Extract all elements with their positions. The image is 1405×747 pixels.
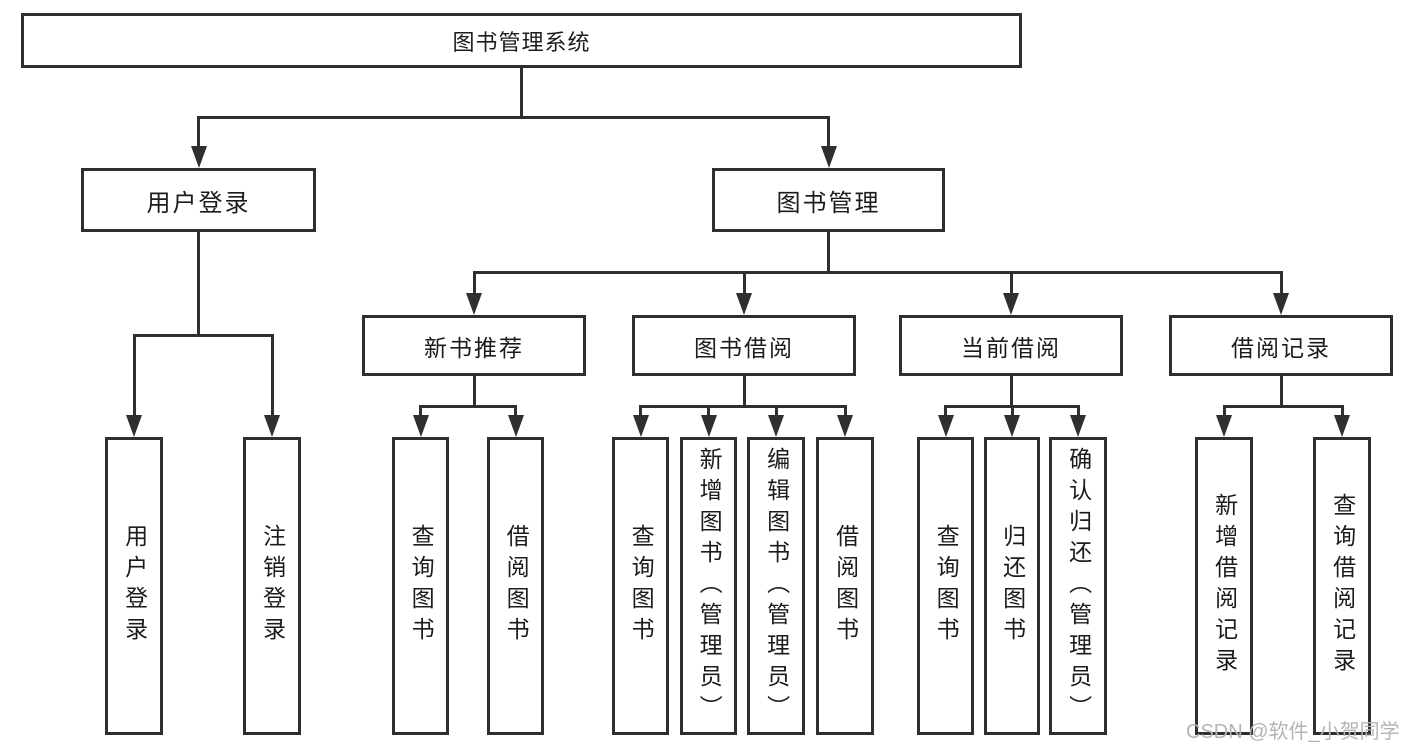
leaf-query-book-2: 查询图书: [612, 437, 669, 735]
arrow-down-icon: [700, 415, 717, 437]
leaf-logout: 注销登录: [243, 437, 301, 735]
arrow-down-icon: [1004, 415, 1020, 437]
arrow-down-icon: [264, 415, 280, 437]
node-new-book-recommendation: 新书推荐: [362, 315, 586, 376]
leaf-add-borrow-record: 新增借阅记录: [1195, 437, 1253, 735]
arrow-down-icon: [632, 415, 649, 437]
edge-vertical: [827, 232, 830, 274]
arrow-down-icon: [1070, 415, 1086, 437]
arrow-down-icon: [1334, 415, 1350, 437]
arrow-down-icon: [837, 415, 853, 437]
leaf-edit-book-admin: 编辑图书（管理员）: [747, 437, 805, 735]
leaf-borrow-book-2: 借阅图书: [816, 437, 874, 735]
edge-vertical: [520, 68, 523, 119]
arrow-down-icon: [820, 146, 837, 168]
edge-vertical: [197, 117, 200, 150]
node-current-borrowing: 当前借阅: [899, 315, 1123, 376]
arrow-down-icon: [937, 415, 954, 437]
leaf-query-book-1: 查询图书: [392, 437, 449, 735]
edge-vertical: [419, 406, 422, 419]
edge-vertical: [1279, 376, 1283, 408]
edge-vertical: [1009, 376, 1013, 408]
node-borrowing-records: 借阅记录: [1169, 315, 1393, 376]
edge-horizontal: [639, 404, 847, 408]
edge-vertical: [944, 406, 947, 419]
leaf-query-book-3: 查询图书: [917, 437, 974, 735]
edge-vertical: [132, 335, 136, 419]
arrow-down-icon: [736, 293, 752, 315]
edge-vertical: [774, 406, 778, 419]
edge-vertical: [270, 335, 274, 419]
edge-horizontal: [132, 333, 274, 337]
arrow-down-icon: [466, 293, 482, 315]
edge-vertical: [707, 406, 710, 419]
csdn-watermark: CSDN @软件_小贺同学: [1186, 721, 1400, 743]
node-book-borrowing: 图书借阅: [632, 315, 856, 376]
edge-horizontal: [1222, 404, 1344, 408]
arrow-down-icon: [1273, 293, 1289, 315]
arrow-down-icon: [507, 415, 524, 437]
edge-horizontal: [419, 404, 517, 408]
arrow-down-icon: [768, 415, 784, 437]
edge-vertical: [1222, 406, 1226, 419]
edge-horizontal: [472, 270, 1283, 274]
edge-vertical: [1009, 272, 1013, 297]
arrow-down-icon: [1003, 293, 1019, 315]
node-library-management-system: 图书管理系统: [21, 13, 1022, 68]
edge-vertical: [843, 406, 847, 419]
edge-vertical: [742, 376, 746, 408]
leaf-add-book-admin: 新增图书（管理员）: [680, 437, 737, 735]
edge-vertical: [472, 376, 476, 408]
arrow-down-icon: [126, 415, 142, 437]
leaf-borrow-book-1: 借阅图书: [487, 437, 544, 735]
leaf-return-book: 归还图书: [984, 437, 1040, 735]
edge-vertical: [472, 272, 476, 297]
arrow-down-icon: [190, 146, 207, 168]
node-book-management: 图书管理: [712, 168, 945, 232]
edge-vertical: [1010, 406, 1014, 419]
edge-vertical: [639, 406, 642, 419]
leaf-query-borrow-record: 查询借阅记录: [1313, 437, 1371, 735]
edge-vertical: [514, 406, 517, 419]
edge-vertical: [827, 117, 830, 150]
edge-horizontal: [197, 115, 830, 119]
node-user-login: 用户登录: [81, 168, 316, 232]
edge-vertical: [197, 232, 200, 337]
arrow-down-icon: [412, 415, 429, 437]
leaf-user-login: 用户登录: [105, 437, 163, 735]
leaf-confirm-return-admin: 确认归还（管理员）: [1049, 437, 1107, 735]
edge-vertical: [1076, 406, 1080, 419]
arrow-down-icon: [1216, 415, 1232, 437]
edge-vertical: [1340, 406, 1344, 419]
edge-vertical: [742, 272, 746, 297]
edge-vertical: [1279, 272, 1283, 297]
